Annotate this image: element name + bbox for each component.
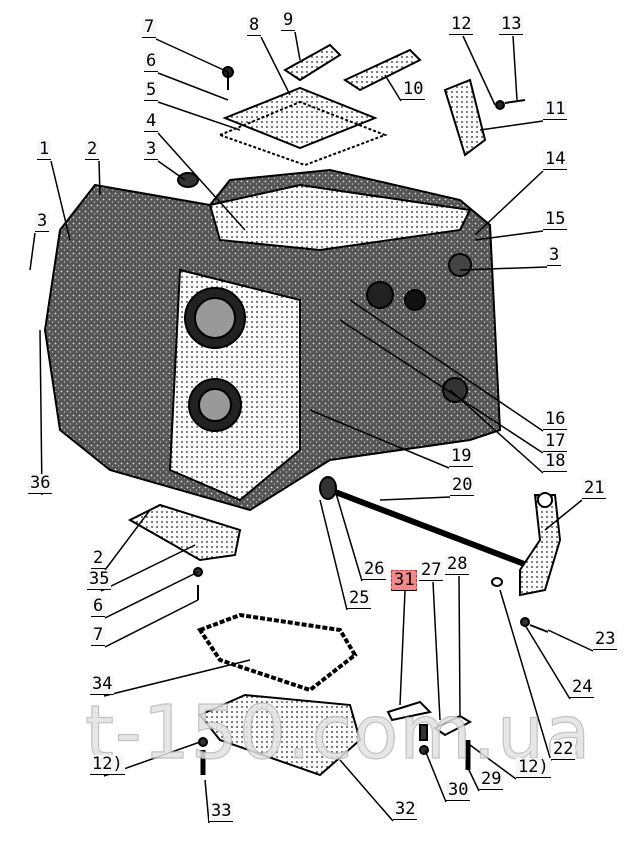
callout-label: 6 <box>91 596 106 617</box>
callout-label: 12) <box>516 757 551 778</box>
leader-line <box>98 160 101 196</box>
gearbox-housing <box>43 168 502 512</box>
leader-line <box>319 499 348 611</box>
callout-label: 12) <box>90 754 125 775</box>
callout-label: 20 <box>450 475 475 496</box>
top-cover <box>177 66 388 188</box>
leader-line <box>458 575 461 716</box>
callout-label: 23 <box>593 629 618 650</box>
leader-line <box>39 329 43 496</box>
callout-label: 15 <box>543 209 568 230</box>
leader-line <box>467 767 480 792</box>
watermark: t-150.com.ua <box>84 689 592 776</box>
leader-line <box>399 590 406 706</box>
leader-line <box>260 36 291 96</box>
callout-label-highlighted: 31 <box>391 570 418 591</box>
leader-line <box>204 779 210 824</box>
callout-label: 26 <box>362 559 387 580</box>
callout-label: 4 <box>144 111 159 132</box>
callout-label: 11 <box>543 99 568 120</box>
callout-label: 33 <box>209 801 234 822</box>
callout-label: 27 <box>419 560 444 581</box>
callout-label: 7 <box>91 625 106 646</box>
callout-label: 32 <box>393 799 418 820</box>
leader-line <box>459 266 548 271</box>
leader-line <box>157 72 229 101</box>
callout-label: 3 <box>144 139 159 160</box>
leader-line <box>349 299 544 432</box>
callout-label: 3 <box>35 211 50 232</box>
levers <box>283 43 526 157</box>
callout-label: 21 <box>582 478 607 499</box>
leader-line <box>100 544 196 592</box>
leader-line <box>424 749 447 803</box>
leader-line <box>474 170 544 236</box>
callout-label: 13 <box>499 14 524 35</box>
callout-label: 1 <box>37 139 52 160</box>
leader-line <box>29 232 36 271</box>
leader-line <box>157 132 246 231</box>
leader-line <box>339 759 394 822</box>
callout-label: 6 <box>144 51 159 72</box>
callout-label: 2 <box>85 139 100 160</box>
leader-line <box>524 624 571 700</box>
leader-line <box>157 160 186 181</box>
leader-line <box>104 599 199 648</box>
leader-line <box>104 509 151 571</box>
leader-line <box>469 744 517 780</box>
leader-line <box>462 35 496 106</box>
leader-line <box>499 589 552 762</box>
callout-label: 17 <box>543 431 568 452</box>
callout-label: 29 <box>479 769 504 790</box>
leader-line <box>294 31 301 61</box>
callout-label: 10 <box>401 79 426 100</box>
callout-label: 35 <box>87 569 112 590</box>
callout-label: 24 <box>570 677 595 698</box>
callout-label: 3 <box>547 245 562 266</box>
callout-label: 14 <box>543 149 568 170</box>
leader-line <box>334 489 363 582</box>
leader-line <box>384 74 402 102</box>
callout-label: 16 <box>543 409 568 430</box>
leader-line <box>50 160 71 241</box>
callout-label: 22 <box>551 739 576 760</box>
callout-label: 18 <box>543 451 568 472</box>
leader-line <box>103 659 251 697</box>
callout-label: 12 <box>449 14 474 35</box>
leader-line <box>155 38 229 73</box>
callout-label: 28 <box>445 554 470 575</box>
leader-line <box>479 120 544 131</box>
callout-label: 9 <box>281 10 296 31</box>
callout-label: 19 <box>449 446 474 467</box>
callout-label: 36 <box>28 473 53 494</box>
leader-line <box>474 230 544 241</box>
callout-label: 30 <box>446 780 471 801</box>
leader-line <box>432 581 441 721</box>
leader-line <box>157 101 241 131</box>
leader-line <box>379 496 451 501</box>
leader-line <box>104 571 199 619</box>
shaft-assembly <box>319 476 562 633</box>
callout-label: 7 <box>142 17 157 38</box>
callout-label: 25 <box>347 588 372 609</box>
leader-line <box>449 389 544 474</box>
bottom-plates <box>127 503 473 777</box>
callout-label: 2 <box>91 548 106 569</box>
leader-line <box>544 499 583 531</box>
leader-line <box>339 319 544 454</box>
leader-line <box>512 35 518 101</box>
callout-label: 5 <box>144 80 159 101</box>
leader-line <box>547 629 594 652</box>
callout-label: 8 <box>247 15 262 36</box>
leader-line <box>309 409 450 469</box>
callout-label: 34 <box>90 674 115 695</box>
leader-lines <box>29 31 594 824</box>
